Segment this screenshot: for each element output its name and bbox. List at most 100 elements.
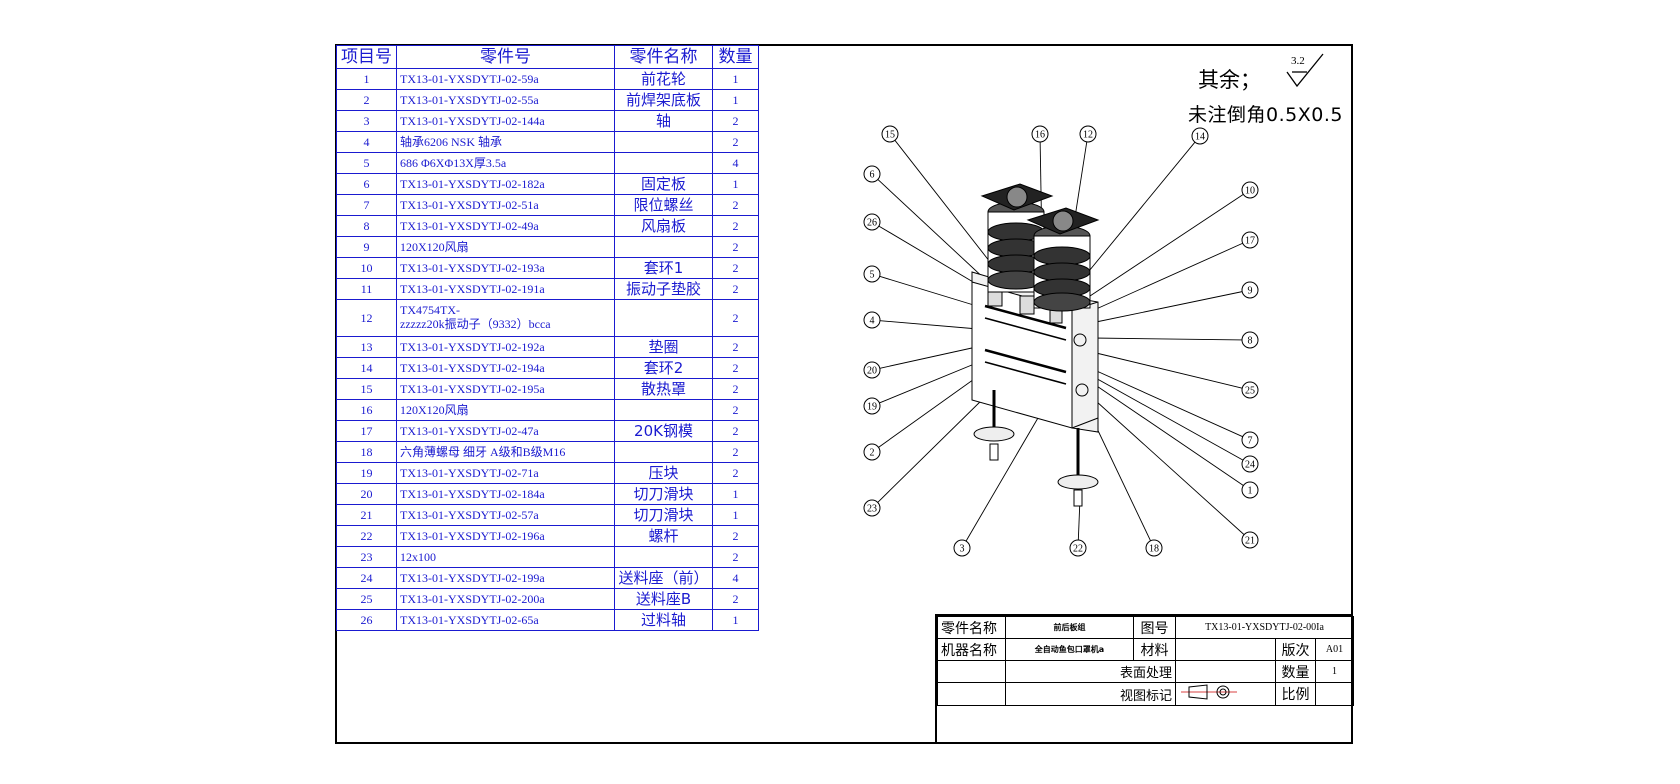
balloon-number: 16 <box>1035 130 1045 141</box>
leader-line <box>1087 379 1244 486</box>
bom-quantity: 1 <box>712 173 759 195</box>
bom-part-number: TX13-01-YXSDYTJ-02-71a <box>396 462 615 484</box>
balloon-number: 21 <box>1245 536 1255 547</box>
item-balloon: 14 <box>1191 127 1209 145</box>
balloon-number: 1 <box>1248 486 1253 497</box>
machine-name-label: 机器名称 <box>937 638 1006 661</box>
balloon-number: 3 <box>960 544 965 555</box>
bom-part-number: TX13-01-YXSDYTJ-02-65a <box>396 609 615 631</box>
item-balloon: 17 <box>1241 231 1259 249</box>
balloon-number: 17 <box>1245 236 1255 247</box>
bom-part-number: 12x100 <box>396 546 615 568</box>
item-balloon: 3 <box>953 539 971 557</box>
bom-part-number: TX13-01-YXSDYTJ-02-47a <box>396 420 615 442</box>
bom-header-row: 项目号零件号零件名称数量 <box>336 45 759 69</box>
machine-name-value: 全自动鱼包口罩机a <box>1005 638 1134 661</box>
balloon-number: 19 <box>867 402 877 413</box>
bom-header-cell: 零件号 <box>396 45 615 69</box>
bom-quantity: 2 <box>712 441 759 463</box>
title-block: 零件名称 前后板组 图号 TX13-01-YXSDYTJ-02-00Ia 机器名… <box>935 614 1355 744</box>
balloon-number: 22 <box>1073 544 1083 555</box>
item-balloon: 6 <box>863 165 881 183</box>
item-balloon: 22 <box>1069 539 1087 557</box>
balloon-number: 7 <box>1248 436 1253 447</box>
chamfer-note: 未注倒角0.5X0.5 <box>1188 104 1343 126</box>
qty-label: 数量 <box>1275 660 1316 683</box>
item-balloon: 26 <box>863 213 881 231</box>
item-balloon: 2 <box>863 443 881 461</box>
bom-part-name: 前花轮 <box>614 68 713 90</box>
balloon-number: 2 <box>870 448 875 459</box>
item-balloon: 23 <box>863 499 881 517</box>
bom-item-number: 26 <box>336 609 397 631</box>
projection-symbol <box>1175 682 1276 706</box>
leader-line <box>1089 194 1244 297</box>
item-balloon: 8 <box>1241 331 1259 349</box>
leader-line <box>1093 242 1243 311</box>
balloon-number: 20 <box>867 366 877 377</box>
bom-item-number: 24 <box>336 567 397 589</box>
balloon-number: 15 <box>885 130 895 141</box>
bom-quantity: 2 <box>712 357 759 379</box>
drawing-no-value: TX13-01-YXSDYTJ-02-00Ia <box>1174 616 1355 639</box>
bom-part-number: TX13-01-YXSDYTJ-02-51a <box>396 194 615 216</box>
leader-line <box>877 179 989 283</box>
leader-line <box>877 395 987 503</box>
leader-line <box>1079 141 1196 283</box>
balloon-number: 5 <box>870 270 875 281</box>
material-value <box>1175 638 1276 661</box>
balloon-number: 24 <box>1245 460 1255 471</box>
bom-part-name <box>614 299 713 337</box>
item-balloon: 9 <box>1241 281 1259 299</box>
balloon-number: 23 <box>867 504 877 515</box>
item-balloon: 7 <box>1241 431 1259 449</box>
bom-item-number: 12 <box>336 299 397 337</box>
bom-quantity: 2 <box>712 215 759 237</box>
bom-part-name: 前焊架底板 <box>614 89 713 111</box>
material-label: 材料 <box>1133 638 1176 661</box>
item-balloon: 16 <box>1031 125 1049 143</box>
leader-line <box>894 140 991 263</box>
surface-value <box>1175 660 1276 683</box>
leader-line <box>878 225 991 293</box>
roughness-symbol: 3.2 <box>1286 53 1324 88</box>
balloon-number: 18 <box>1149 544 1159 555</box>
item-balloon: 24 <box>1241 455 1259 473</box>
item-balloon: 21 <box>1241 531 1259 549</box>
bom-part-number-line: zzzzz20k振动子（9332）bcca <box>400 317 551 331</box>
item-balloon: 4 <box>863 311 881 329</box>
bom-quantity: 1 <box>712 609 759 631</box>
rest-roughness-label: 其余； <box>1198 68 1261 92</box>
scale-label: 比例 <box>1275 682 1316 706</box>
leader-line <box>1091 375 1244 461</box>
version-label: 版次 <box>1275 638 1316 661</box>
third-angle-projection-icon <box>1181 684 1237 700</box>
bom-part-name: 过料轴 <box>614 609 713 631</box>
balloon-number: 12 <box>1083 130 1093 141</box>
bom-part-number: TX13-01-YXSDYTJ-02-199a <box>396 567 615 589</box>
balloon-number: 4 <box>870 316 875 327</box>
leader-line <box>1091 417 1151 541</box>
item-balloon: 12 <box>1079 125 1097 143</box>
bom-part-name: 送料座B <box>614 588 713 610</box>
item-balloon: 1 <box>1241 481 1259 499</box>
bom-item-number: 14 <box>336 357 397 379</box>
left-handwheel <box>973 390 1015 461</box>
